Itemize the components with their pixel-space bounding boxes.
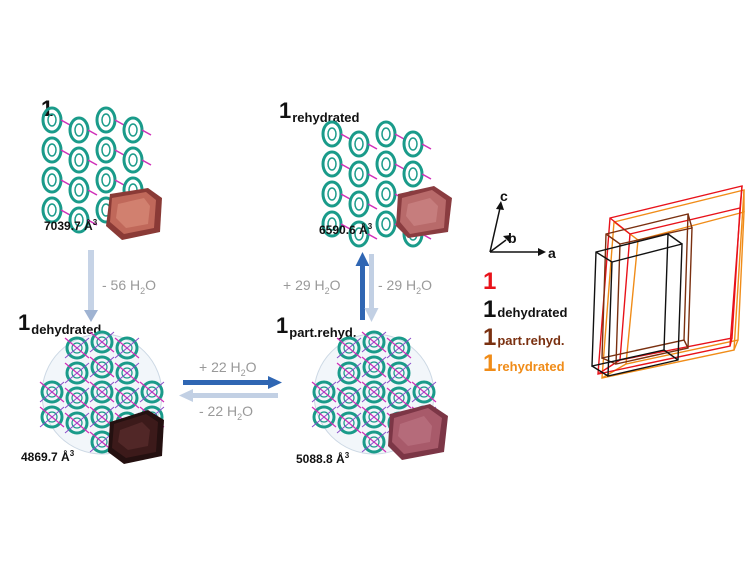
label-minus-29-water: - 29 H2O: [378, 277, 432, 296]
label-minus-22-prefix: - 22 H: [199, 403, 238, 419]
legend-4-number: 1: [483, 350, 497, 377]
cell-dehydrated: [591, 233, 683, 377]
label-minus-56-suffix: O: [145, 277, 157, 293]
volume-2-unit-exp: 3: [367, 222, 373, 231]
legend-3-subscript: part.rehyd.: [497, 333, 565, 348]
crystal-photo-3: [108, 410, 164, 464]
label-plus-22-sub: 2: [240, 367, 246, 378]
arrow-partial-dehydration: [179, 389, 278, 402]
arrow-partial-dehydration-2: [364, 254, 379, 322]
volume-2: 6590.6 Å3: [319, 222, 372, 237]
arrow-full-rehydration: [355, 252, 370, 320]
legend-2-number: 1: [483, 296, 497, 323]
label-minus-29-prefix: - 29 H: [378, 277, 417, 293]
crystal-photo-2: [396, 186, 452, 238]
volume-4-unit-exp: 3: [344, 451, 350, 460]
unit-cell-overlay: [591, 185, 745, 379]
panel-4-subscript: part.rehyd.: [289, 325, 357, 340]
arrow-partial-rehydration: [183, 376, 282, 389]
crystal-photo-4: [388, 404, 448, 460]
axis-label-a: a: [548, 245, 556, 261]
panel-4-number: 1: [276, 313, 289, 338]
legend-1-number: 1: [483, 268, 497, 295]
framework-image-1: [41, 106, 152, 234]
panel-3-number: 1: [18, 310, 31, 335]
panel-3-subscript: dehydrated: [31, 322, 102, 337]
label-plus-22-suffix: O: [245, 359, 257, 375]
label-plus-29-water: + 29 H2O: [283, 277, 341, 296]
label-plus-22-water: + 22 H2O: [199, 359, 257, 378]
label-minus-29-sub: 2: [416, 285, 422, 296]
volume-4-unit: Å: [336, 452, 345, 466]
volume-3: 4869.7 Å3: [21, 449, 74, 464]
label-plus-29-sub: 2: [324, 285, 330, 296]
label-minus-56-sub: 2: [140, 285, 146, 296]
panel-4-label: 1part.rehyd.: [276, 313, 357, 340]
label-minus-56-prefix: - 56 H: [102, 277, 141, 293]
volume-4: 5088.8 Å3: [296, 451, 349, 466]
volume-4-value: 5088.8: [296, 452, 333, 466]
label-minus-22-sub: 2: [237, 411, 243, 422]
panel-2-label: 1rehydrated: [279, 98, 360, 125]
cell-1: [597, 185, 743, 375]
volume-2-unit: Å: [359, 223, 368, 237]
volume-3-unit-exp: 3: [69, 449, 75, 458]
legend-item-part-rehyd: 1part.rehyd.: [483, 326, 565, 350]
legend-2-subscript: dehydrated: [497, 305, 568, 320]
volume-3-unit: Å: [61, 450, 70, 464]
label-minus-29-suffix: O: [421, 277, 433, 293]
label-plus-29-prefix: + 29 H: [283, 277, 325, 293]
volume-1: 7039.7 Å3: [44, 218, 97, 233]
legend-item-rehydrated: 1rehydrated: [483, 352, 565, 376]
label-minus-22-suffix: O: [242, 403, 254, 419]
panel-2-subscript: rehydrated: [292, 110, 360, 125]
framework-pattern-1: [41, 106, 152, 234]
label-minus-56-water: - 56 H2O: [102, 277, 156, 296]
legend-4-subscript: rehydrated: [497, 359, 565, 374]
arrow-dehydration: [84, 250, 98, 322]
panel-3-label: 1dehydrated: [18, 310, 102, 337]
volume-2-value: 6590.6: [319, 223, 356, 237]
volume-1-unit: Å: [84, 219, 93, 233]
crystal-photo-1: [106, 188, 162, 240]
axes-indicator: [489, 201, 546, 256]
legend-3-number: 1: [483, 324, 497, 351]
volume-1-unit-exp: 3: [92, 218, 98, 227]
label-plus-29-suffix: O: [329, 277, 341, 293]
legend-item-1: 1: [483, 270, 497, 294]
panel-2-number: 1: [279, 98, 292, 123]
volume-1-value: 7039.7: [44, 219, 81, 233]
volume-3-value: 4869.7: [21, 450, 58, 464]
label-plus-22-prefix: + 22 H: [199, 359, 241, 375]
axis-label-c: c: [500, 188, 508, 204]
label-minus-22-water: - 22 H2O: [199, 403, 253, 422]
legend-item-dehydrated: 1dehydrated: [483, 298, 567, 322]
axis-label-b: b: [508, 230, 517, 246]
